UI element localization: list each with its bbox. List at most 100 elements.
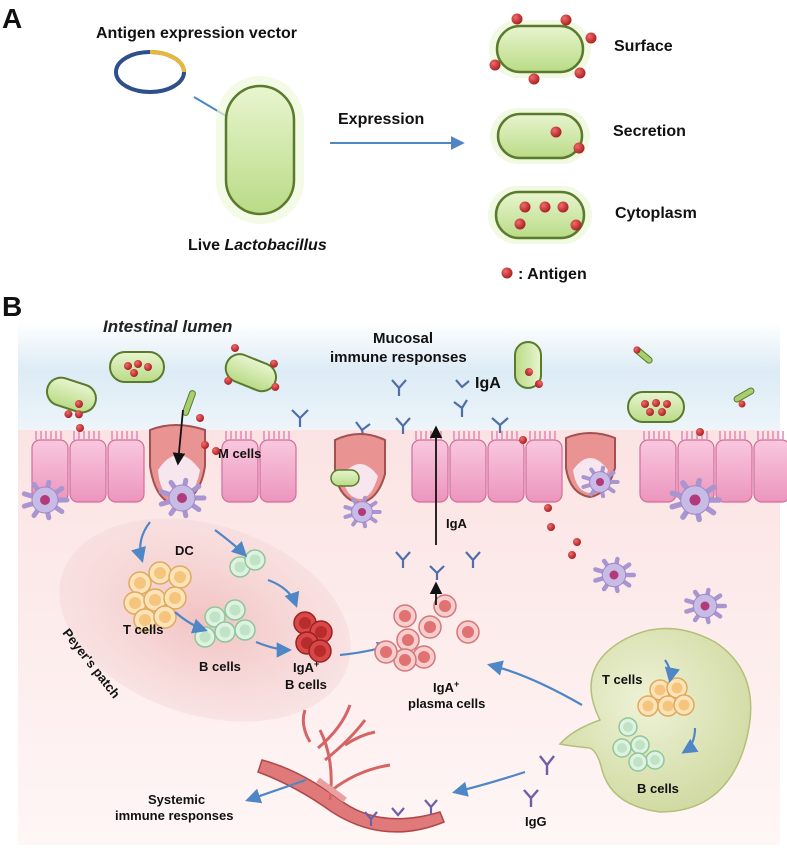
iga-plasma-cells-cluster [374, 594, 480, 672]
systemic-label-1: Systemic [148, 792, 205, 807]
epithelial-cell [31, 431, 69, 503]
intestinal-lumen-label: Intestinal lumen [103, 317, 232, 336]
iga-b-cells-label-2: B cells [285, 677, 327, 692]
cell [657, 695, 679, 717]
iga-b-cells-cluster [293, 611, 333, 663]
dendritic-cell [581, 465, 620, 499]
epithelial-cell [259, 431, 297, 503]
t-cells-left-label: T cells [123, 622, 163, 637]
lumen-iga-antibodies [291, 379, 509, 440]
vessel-igg-antibodies [364, 799, 438, 826]
cell [224, 599, 246, 621]
b-cells-cluster-left [194, 549, 266, 648]
cell [433, 594, 457, 618]
dendritic-cell [343, 495, 382, 529]
cell [412, 645, 436, 669]
cell [204, 606, 226, 628]
b-cells-left-label: B cells [199, 659, 241, 674]
cell [374, 640, 398, 664]
epithelial-cell [449, 431, 487, 503]
cell [637, 695, 659, 717]
epithelial-cell [107, 431, 145, 503]
t-cells-cluster-right [637, 677, 695, 717]
live-lactobacillus-icon [216, 76, 304, 224]
free-antigens [75, 400, 704, 559]
secretion-label: Secretion [613, 123, 686, 140]
lymph-node-arrows [452, 659, 699, 797]
cell [673, 694, 695, 716]
epithelial-cell [487, 431, 525, 503]
cell [649, 679, 671, 701]
panel-a-letter: A [2, 3, 22, 34]
cell [630, 735, 650, 755]
dendritic-cell [21, 479, 70, 521]
cell [128, 571, 152, 595]
mucosal-label-1: Mucosal [373, 330, 433, 347]
plasma-label-2: plasma cells [408, 696, 485, 711]
surface-display-bacterium-icon [489, 13, 597, 85]
vector-label: Antigen expression vector [96, 25, 297, 42]
cell [618, 717, 638, 737]
plasma-label-1: IgA+ [433, 679, 459, 695]
b-cells-right-label: B cells [637, 781, 679, 796]
cell [234, 619, 256, 641]
surface-label: Surface [614, 38, 673, 55]
cell [168, 565, 192, 589]
cell [418, 615, 442, 639]
cell [396, 628, 420, 652]
iga-mid-label: IgA [446, 516, 468, 531]
cell [456, 620, 480, 644]
antigen-legend-icon [501, 267, 513, 279]
lumen-bacteria [45, 341, 755, 423]
t-cells-cluster-left [123, 561, 192, 632]
transcytosed-bacterium-icon [330, 469, 360, 487]
dc-label: DC [175, 543, 194, 558]
epithelial-cell [221, 431, 259, 503]
mucosal-label-2: immune responses [330, 349, 467, 366]
cell [163, 586, 187, 610]
epithelial-cell [639, 431, 677, 503]
cell [308, 639, 332, 663]
cytoplasm-label: Cytoplasm [615, 205, 697, 222]
epithelial-cell [411, 431, 449, 503]
cell [612, 738, 632, 758]
plasmid-icon [114, 50, 186, 94]
epithelial-cell [69, 431, 107, 503]
igg-label: IgG [525, 814, 547, 829]
epithelial-cell [715, 431, 753, 503]
systemic-label-2: immune responses [115, 808, 234, 823]
secretion-bacterium-icon [490, 108, 590, 164]
epithelium [31, 431, 787, 503]
panel-b-letter: B [2, 291, 22, 322]
dendritic-cell [684, 587, 728, 625]
cell [214, 621, 236, 643]
secreted-iga-antibodies [395, 551, 481, 580]
iga-top-label: IgA [475, 375, 501, 392]
dendritic-cell [158, 477, 207, 519]
m-cell-entry-arrow [172, 409, 186, 466]
dendritic-cell [669, 477, 722, 523]
expression-label: Expression [338, 111, 424, 128]
cell [393, 604, 417, 628]
cell [244, 549, 266, 571]
m-cells-label: M cells [218, 446, 261, 461]
blood-vessel [257, 704, 445, 833]
bacterium-label: Live Lactobacillus [188, 237, 327, 254]
epithelial-cell [753, 431, 787, 503]
cell [153, 605, 177, 629]
igg-antibodies [523, 755, 555, 807]
iga-b-cells-label-1: IgA+ [293, 659, 319, 675]
systemic-arrow [245, 778, 307, 804]
cell [628, 752, 648, 772]
dendritic-cell [593, 556, 637, 594]
b-cells-cluster-right [612, 717, 665, 772]
t-cells-right-label: T cells [602, 672, 642, 687]
epithelial-cell [525, 431, 563, 503]
lymph-node [558, 627, 752, 813]
cell [148, 561, 172, 585]
cytoplasm-bacterium-icon [488, 186, 592, 244]
antigen-legend-label: : Antigen [518, 266, 587, 283]
cell [645, 750, 665, 770]
cell [143, 588, 167, 612]
